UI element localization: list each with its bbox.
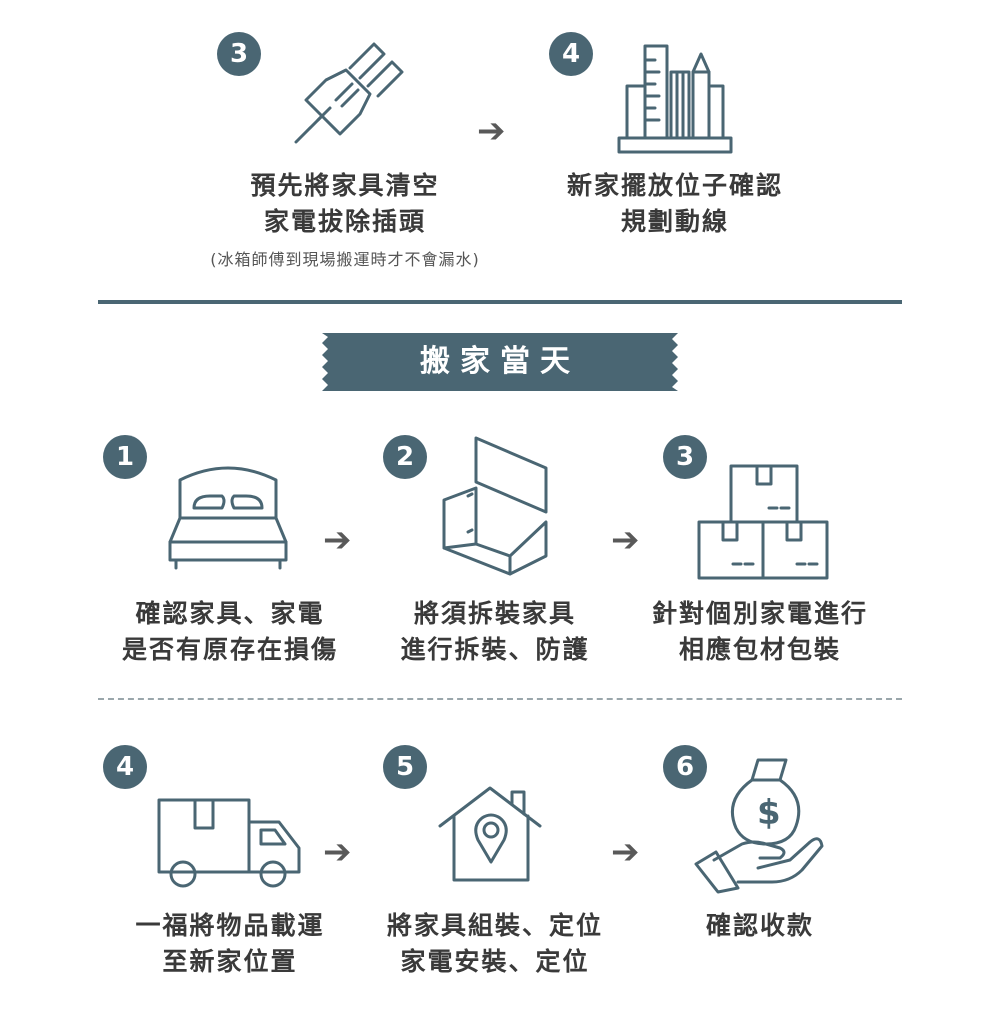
arrow-4-5: ➔ xyxy=(323,832,352,872)
step-1-caption: 確認家具、家電 是否有原存在損傷 xyxy=(100,596,360,668)
blueprint-tools-icon xyxy=(617,44,733,154)
step-3-line2: 相應包材包裝 xyxy=(678,635,841,664)
prep-3-note: (冰箱師傅到現場搬運時才不會漏水) xyxy=(210,250,480,269)
arrow-2-3: ➔ xyxy=(611,520,640,560)
banner-background xyxy=(322,333,678,391)
step-badge-prep-4: 4 xyxy=(549,32,593,76)
step-3-line1: 針對個別家電進行 xyxy=(651,599,868,628)
truck-icon xyxy=(157,798,301,888)
bed-icon xyxy=(168,466,288,570)
step-2-line2: 進行拆裝、防護 xyxy=(400,635,590,664)
step-badge-prep-3: 3 xyxy=(217,32,261,76)
step-badge-5: 5 xyxy=(383,745,427,789)
step-6-line1: 確認收款 xyxy=(705,911,814,940)
step-badge-6: 6 xyxy=(663,745,707,789)
row-divider xyxy=(98,698,902,700)
prep-3-line1: 預先將家具清空 xyxy=(250,171,440,200)
disassembled-cabinet-icon xyxy=(442,436,548,576)
prep-4-line1: 新家擺放位子確認 xyxy=(566,171,783,200)
step-badge-1: 1 xyxy=(103,435,147,479)
step-1-line2: 是否有原存在損傷 xyxy=(121,635,338,664)
step-2-line1: 將須拆裝家具 xyxy=(413,599,576,628)
step-badge-4: 4 xyxy=(103,745,147,789)
step-badge-2: 2 xyxy=(383,435,427,479)
prep-4-line2: 規劃動線 xyxy=(620,207,729,236)
step-5-line1: 將家具組裝、定位 xyxy=(386,911,603,940)
step-4-caption: 一福將物品載運 至新家位置 xyxy=(100,908,360,980)
section-divider xyxy=(98,300,902,304)
svg-text:$: $ xyxy=(757,793,781,833)
prep-4-caption: 新家擺放位子確認 規劃動線 xyxy=(530,168,820,240)
step-6-caption: 確認收款 xyxy=(640,908,880,944)
step-5-caption: 將家具組裝、定位 家電安裝、定位 xyxy=(365,908,625,980)
step-2-caption: 將須拆裝家具 進行拆裝、防護 xyxy=(370,596,620,668)
step-5-line2: 家電安裝、定位 xyxy=(400,947,590,976)
money-bag-hand-icon: $ xyxy=(694,758,824,894)
step-4-line2: 至新家位置 xyxy=(162,947,298,976)
step-4-line1: 一福將物品載運 xyxy=(135,911,325,940)
arrow-1-2: ➔ xyxy=(323,520,352,560)
plug-icon xyxy=(294,42,404,144)
step-badge-3: 3 xyxy=(663,435,707,479)
house-location-icon xyxy=(438,786,542,882)
banner-title: 搬家當天 xyxy=(420,344,580,379)
prep-3-line2: 家電拔除插頭 xyxy=(263,207,426,236)
prep-3-caption: 預先將家具清空 家電拔除插頭 xyxy=(200,168,490,240)
arrow-prep: ➔ xyxy=(477,111,506,151)
step-1-line1: 確認家具、家電 xyxy=(135,599,325,628)
boxes-icon xyxy=(697,464,829,580)
step-3-caption: 針對個別家電進行 相應包材包裝 xyxy=(620,596,900,668)
arrow-5-6: ➔ xyxy=(611,832,640,872)
